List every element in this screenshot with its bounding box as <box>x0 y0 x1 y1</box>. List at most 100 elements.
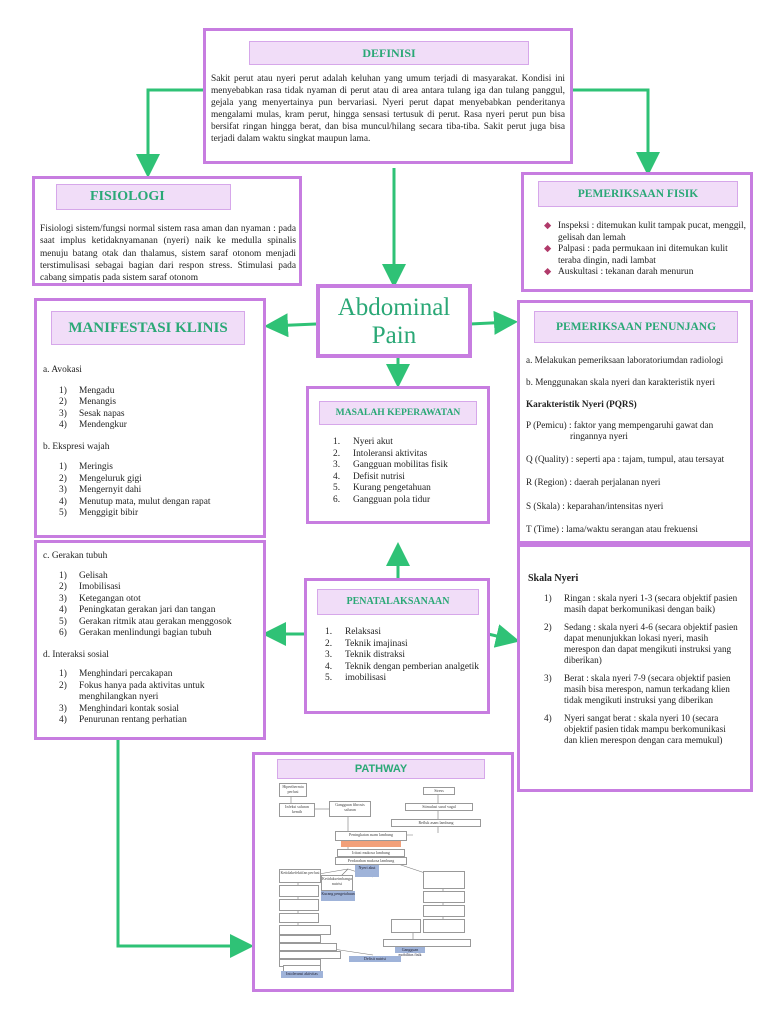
list-item: 3)Mengernyit dahi <box>59 485 142 495</box>
definisi-title: DEFINISI <box>249 41 529 65</box>
penatalaksanaan-list: 1.Relaksasi 2.Teknik imajinasi 3.Teknik … <box>325 627 485 685</box>
fisik-item: ◆Inspeksi : ditemukan kulit tampak pucat… <box>544 221 746 243</box>
interaksi-list: 1)Menghindari percakapan 2)Fokus hanya p… <box>59 669 261 727</box>
bullet-diamond-icon: ◆ <box>544 221 552 231</box>
pathway-node-diagnosis: Kurang pengetahuan <box>321 891 355 901</box>
bullet-diamond-icon: ◆ <box>544 267 552 277</box>
list-item: 2)Fokus hanya pada aktivitas untuk mengh… <box>59 680 205 703</box>
manifestasi-klinis-box: MANIFESTASI KLINIS a. Avokasi 1)Mengadu … <box>34 298 266 538</box>
ekspresi-list: 1)Meringis 2)Mengeluruk gigi 3)Mengernyi… <box>59 462 258 520</box>
pathway-node: Ketidakseimbangan nutrisi <box>321 875 353 891</box>
list-item: 3)Ketegangan otot <box>59 593 141 604</box>
abdominal-pain-title: Abdominal Pain <box>337 294 451 349</box>
fisiologi-box: FISIOLOGI Fisiologi sistem/fungsi normal… <box>32 176 302 286</box>
pathway-node <box>423 891 465 903</box>
abdominal-pain-title-box: Abdominal Pain <box>316 284 472 358</box>
list-item: 4)Penurunan rentang perhatian <box>59 715 187 725</box>
manifestasi-c-d: c. Gerakan tubuh 1)Gelisah 2)Imobilisasi… <box>43 551 261 727</box>
pathway-node-diagnosis: Nyeri akut <box>355 865 379 877</box>
list-item: 5)Menggigit bibir <box>59 508 139 518</box>
fisik-item: ◆Palpasi : pada permukaan ini ditemukan … <box>544 244 728 266</box>
list-item: 4.Teknik dengan pemberian analgetik <box>325 661 479 672</box>
list-item: 3.Teknik distraksi <box>325 650 406 660</box>
pemeriksaan-penunjang-box: PEMERIKSAAN PENUNJANG a. Melakukan pemer… <box>517 300 753 544</box>
fisik-item: ◆Auskultasi : tekanan darah menurun <box>544 267 694 277</box>
pathway-node <box>279 899 319 911</box>
pathway-node <box>279 885 319 897</box>
pathway-node: Stress <box>423 787 455 795</box>
pathway-node-highlight <box>341 841 401 847</box>
pathway-node <box>423 919 465 933</box>
pemeriksaan-fisik-list: ◆Inspeksi : ditemukan kulit tampak pucat… <box>544 221 749 279</box>
skala-nyeri-list: 1)Ringan : skala nyeri 1-3 (secara objek… <box>544 593 740 747</box>
list-item: 4)Nyeri sangat berat : skala nyeri 10 (s… <box>544 712 726 746</box>
masalah-keperawatan-box: MASALAH KEPERAWATAN 1.Nyeri akut 2.Intol… <box>306 386 490 524</box>
definisi-text: Sakit perut atau nyeri perut adalah kelu… <box>211 74 565 144</box>
list-item: 4)Menutup mata, mulut dengan rapat <box>59 496 211 507</box>
pathway-node <box>279 943 337 951</box>
pathway-node: Hiperthermia perfusi <box>279 783 307 797</box>
pathway-node: Gangguan fibrosis saluran <box>329 801 371 817</box>
pathway-node <box>383 939 471 947</box>
list-item: 3)Sesak napas <box>59 408 125 419</box>
pathway-node: Refluk asam lambung <box>391 819 481 827</box>
list-item: 3)Berat : skala nyeri 7-9 (secara objekt… <box>544 672 731 706</box>
bullet-diamond-icon: ◆ <box>544 244 552 254</box>
pathway-node: Ketidakefektifan perfusi <box>279 869 321 883</box>
pathway-node: Iritasi mukosa lambung <box>337 849 405 857</box>
pathway-node <box>423 871 465 889</box>
list-item: 1)Menghindari percakapan <box>59 669 173 679</box>
list-item: 5)Gerakan ritmik atau gerakan menggosok <box>59 616 232 627</box>
list-item: 5.Kurang pengetahuan <box>333 483 431 493</box>
pathway-node: Stimulasi saraf vagal <box>405 803 473 811</box>
gerakan-list: 1)Gelisah 2)Imobilisasi 3)Ketegangan oto… <box>59 571 261 640</box>
fisiologi-title: FISIOLOGI <box>56 184 231 210</box>
pathway-node <box>391 919 421 933</box>
list-item: 4)Mendengkur <box>59 420 127 430</box>
list-item: 6)Gerakan menlindungi bagian tubuh <box>59 628 212 638</box>
list-item: 2)Sedang : skala nyeri 4-6 (secara objek… <box>544 621 738 666</box>
pathway-node-diagnosis: Gangguan mobilitas fisik <box>395 947 425 957</box>
pathway-box: PATHWAY <box>252 752 514 992</box>
manifestasi-klinis-lanjutan-box: c. Gerakan tubuh 1)Gelisah 2)Imobilisasi… <box>34 540 266 740</box>
list-item: 4)Peningkatan gerakan jari dan tangan <box>59 605 216 615</box>
list-item: 6.Gangguan pola tidur <box>333 494 431 505</box>
penatalaksanaan-box: PENATALAKSANAAN 1.Relaksasi 2.Teknik ima… <box>304 578 490 714</box>
pathway-node <box>423 905 465 917</box>
pathway-node: Perdarahan mukosa lambung <box>335 857 407 865</box>
pemeriksaan-fisik-box: PEMERIKSAAN FISIK ◆Inspeksi : ditemukan … <box>521 172 753 292</box>
definisi-box: DEFINISI Sakit perut atau nyeri perut ad… <box>203 28 573 164</box>
penatalaksanaan-title: PENATALAKSANAAN <box>317 589 479 615</box>
list-item: 3)Menghindari kontak sosial <box>59 703 179 714</box>
masalah-keperawatan-title: MASALAH KEPERAWATAN <box>319 401 477 425</box>
manifestasi-a-b: a. Avokasi 1)Mengadu 2)Menangis 3)Sesak … <box>43 365 258 520</box>
pathway-node <box>279 935 321 943</box>
pathway-node: Infeksi saluran kemih <box>279 803 315 817</box>
skala-nyeri-title: Skala Nyeri <box>528 573 579 584</box>
list-item: 1)Ringan : skala nyeri 1-3 (secara objek… <box>544 593 738 615</box>
penunjang-content: a. Melakukan pemeriksaan laboratoriumdan… <box>526 355 725 534</box>
list-item: 2)Mengeluruk gigi <box>59 473 142 484</box>
list-item: 1)Gelisah <box>59 570 108 581</box>
avokasi-list: 1)Mengadu 2)Menangis 3)Sesak napas 4)Men… <box>59 386 258 432</box>
pemeriksaan-penunjang-title: PEMERIKSAAN PENUNJANG <box>534 311 738 343</box>
list-item: 2.Intoleransi aktivitas <box>333 448 428 459</box>
list-item: 1)Meringis <box>59 462 113 472</box>
list-item: 5.imobilisasi <box>325 673 387 683</box>
masalah-list: 1.Nyeri akut 2.Intoleransi aktivitas 3.G… <box>333 437 488 506</box>
pathway-diagram: Hiperthermia perfusi Infeksi saluran kem… <box>273 779 495 979</box>
pathway-node: Peningkatan asam lambung <box>335 831 407 841</box>
list-item: 1.Relaksasi <box>325 627 381 637</box>
skala-nyeri-box: Skala Nyeri 1)Ringan : skala nyeri 1-3 (… <box>517 544 753 792</box>
pemeriksaan-fisik-title: PEMERIKSAAN FISIK <box>538 181 738 207</box>
pathway-title: PATHWAY <box>277 759 485 779</box>
list-item: 4.Defisit nutrisi <box>333 471 405 482</box>
list-item: 2)Menangis <box>59 397 116 407</box>
pathway-node <box>279 913 319 923</box>
list-item: 3.Gangguan mobilitas fisik <box>333 460 448 470</box>
list-item: 1)Mengadu <box>59 385 115 396</box>
pathway-node-diagnosis: Intoleransi aktivitas <box>281 971 323 978</box>
list-item: 1.Nyeri akut <box>333 437 393 447</box>
pathway-node <box>279 925 331 935</box>
